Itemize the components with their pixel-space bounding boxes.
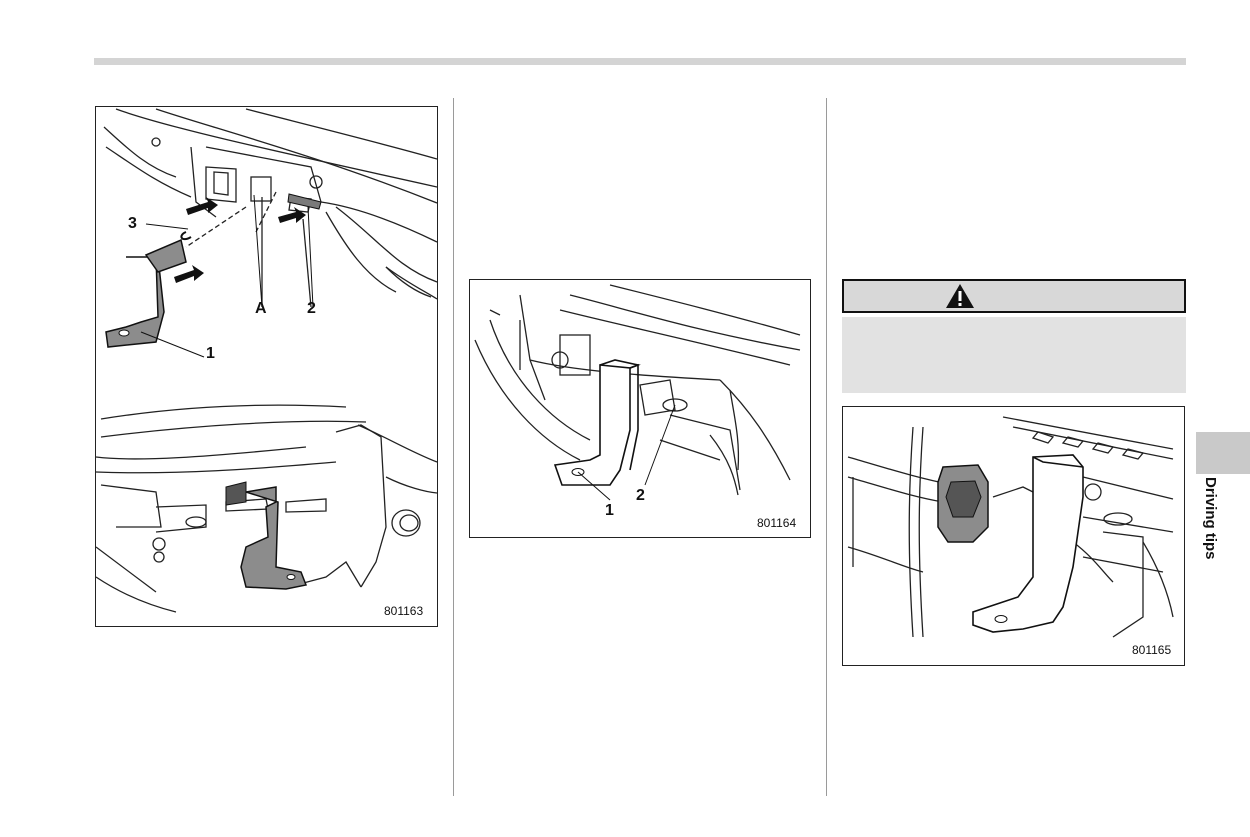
callout-1: 1 (605, 502, 614, 519)
warning-triangle-icon (946, 284, 974, 308)
figure-id: 801164 (757, 516, 797, 530)
callout-2: 2 (636, 487, 645, 504)
side-tab-label: Driving tips (1202, 477, 1219, 560)
top-rule (94, 58, 1186, 65)
side-tab (1196, 432, 1250, 474)
column-divider-left (453, 98, 454, 796)
callout-1: 1 (206, 345, 215, 362)
warning-body (842, 317, 1186, 393)
figure-801163: 1 2 3 A 801163 (95, 106, 438, 627)
hitch-install-illustration (96, 108, 437, 613)
figure-801165: 801165 (842, 406, 1185, 666)
column-divider-right (826, 98, 827, 796)
warning-header (842, 279, 1186, 313)
figure-801164: 1 2 801164 (469, 279, 811, 538)
figure-id: 801165 (1132, 643, 1172, 657)
callout-A: A (255, 300, 267, 317)
hitch-connector-illustration (847, 416, 1174, 638)
hitch-installed-illustration (474, 284, 801, 501)
callout-3: 3 (128, 215, 137, 232)
figure-id: 801163 (384, 604, 424, 618)
callout-2: 2 (307, 300, 316, 317)
